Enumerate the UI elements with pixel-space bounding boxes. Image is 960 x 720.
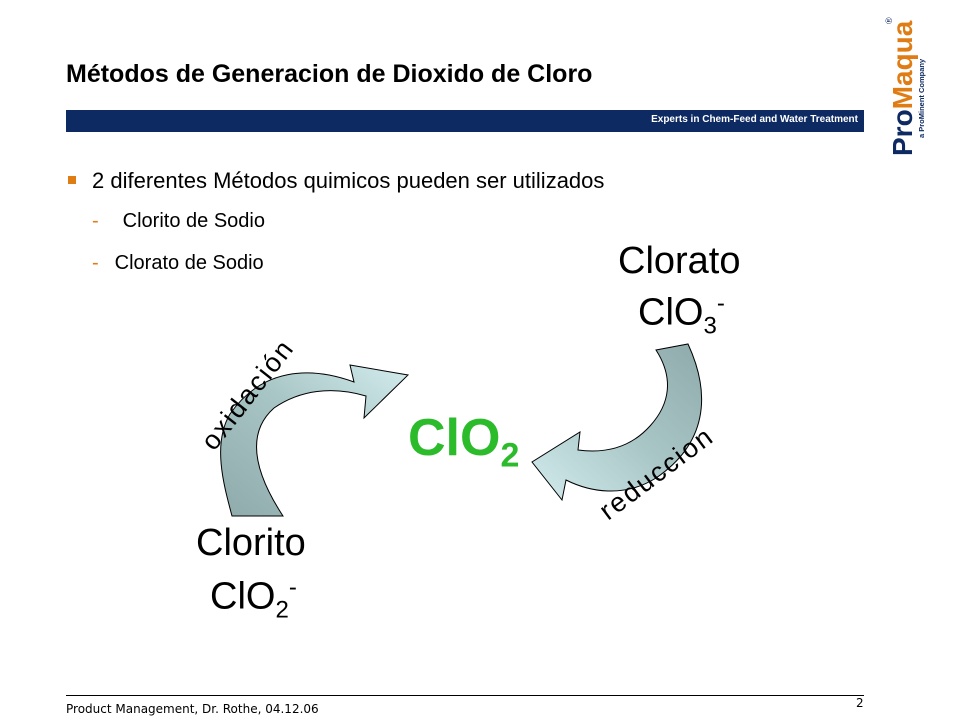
footer-divider: [66, 695, 864, 696]
reduction-arrow: [531, 343, 703, 502]
logo-subtitle: a ProMinent Company: [917, 58, 926, 138]
dash-marker: -: [92, 252, 99, 274]
tagline: Experts in Chem-Feed and Water Treatment: [651, 114, 858, 125]
svg-text:ProMaqua: ProMaqua: [887, 20, 918, 156]
sub-item-clorato: -Clorato de Sodio: [92, 252, 264, 275]
clorato-label: Clorato: [618, 240, 741, 282]
clorito-label: Clorito: [196, 522, 306, 564]
oxidation-arrow: [220, 364, 410, 517]
bullet-text: 2 diferentes Métodos quimicos pueden ser…: [92, 168, 605, 193]
chlorine-dioxide-formula: ClO2: [408, 409, 520, 475]
clorato-formula: ClO3-: [638, 290, 725, 340]
page-number: 2: [856, 696, 864, 710]
sub-item-text: Clorito de Sodio: [122, 210, 265, 232]
footer-text: Product Management, Dr. Rothe, 04.12.06: [66, 702, 319, 716]
logo-registered: ®: [884, 17, 894, 24]
logo-brand-part2: Maqua: [887, 20, 918, 109]
bullet-item: 2 diferentes Métodos quimicos pueden ser…: [66, 168, 604, 194]
bullet-square-icon: [68, 176, 76, 185]
header-bar: Experts in Chem-Feed and Water Treatment: [66, 110, 864, 132]
slide-title: Métodos de Generacion de Dioxido de Clor…: [66, 60, 593, 88]
sub-item-text: Clorato de Sodio: [114, 252, 264, 274]
clorito-formula: ClO2-: [210, 574, 297, 624]
promaqua-logo: ProMaqua ® a ProMinent Company: [884, 17, 926, 156]
dash-marker: -: [92, 210, 99, 232]
sub-item-clorito: - Clorito de Sodio: [92, 210, 265, 233]
logo-brand-part1: Pro: [887, 109, 918, 156]
